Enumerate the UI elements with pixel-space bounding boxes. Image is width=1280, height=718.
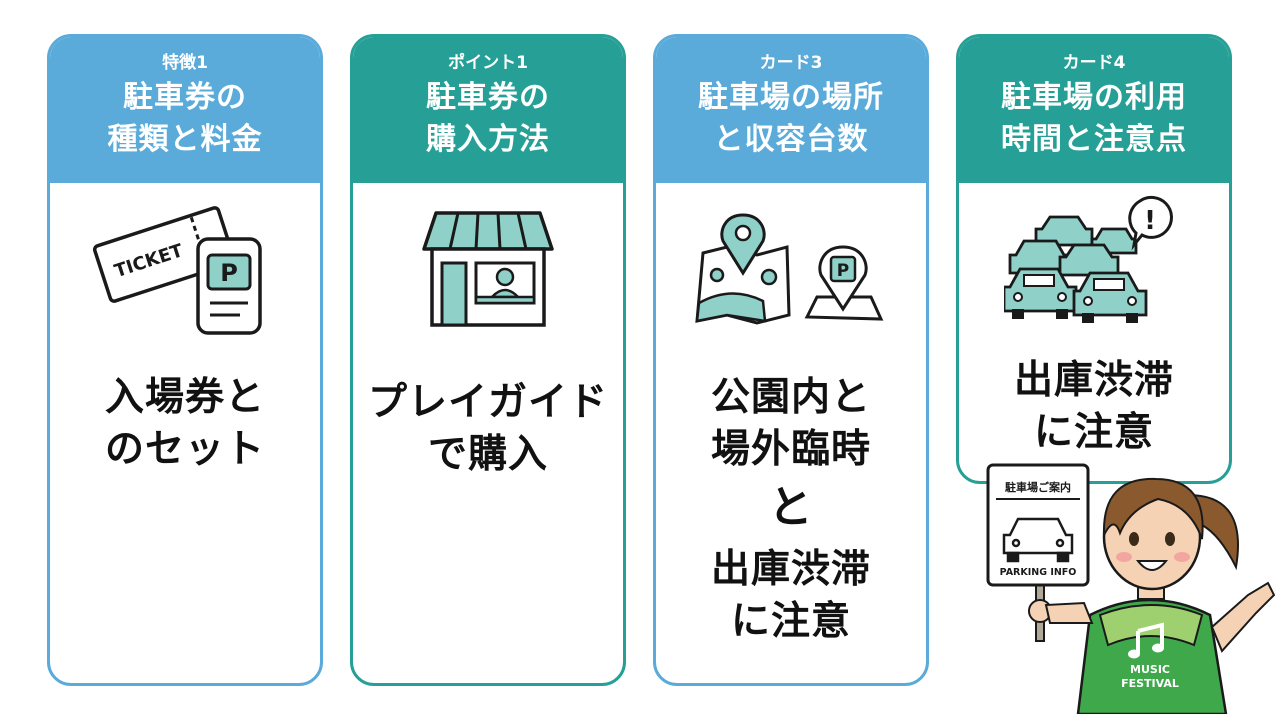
- card-label: カード4: [1062, 53, 1126, 73]
- card-title: 駐車場の場所 と収容台数: [698, 80, 884, 157]
- card-header: 特徴1 駐車券の 種類と料金: [50, 37, 320, 183]
- music-note-icon: [1128, 622, 1164, 659]
- card-label: ポイント1: [448, 53, 528, 73]
- shirt-text-music: MUSIC: [1130, 663, 1170, 676]
- conjunction-text: と: [768, 482, 814, 533]
- mascot-illustration: 駐車場ご案内 PARKING INFO: [980, 455, 1280, 716]
- ticket-parking-icon: TICKET P: [50, 197, 320, 337]
- card-title: 駐車場の利用 時間と注意点: [1001, 80, 1187, 157]
- sign-title: 駐車場ご案内: [1005, 480, 1071, 494]
- card-purchase-method: ポイント1 駐車券の 購入方法 プレイガイド で購入: [350, 34, 626, 686]
- traffic-jam-icon: !: [959, 195, 1229, 325]
- card-label: 特徴1: [162, 53, 208, 73]
- parking-letter: P: [837, 261, 849, 281]
- map-pin-icon: P: [656, 197, 926, 337]
- card-label: カード3: [759, 53, 823, 73]
- card-body: 出庫渋滞 に注意: [1013, 358, 1174, 455]
- alert-icon: !: [1144, 206, 1156, 236]
- car-icon: [1002, 517, 1074, 563]
- card-usage-time: カード4 駐車場の利用 時間と注意点: [956, 34, 1232, 484]
- card-title: 駐車券の 種類と料金: [107, 80, 263, 157]
- card-ticket-types: 特徴1 駐車券の 種類と料金 TICKET P 入場券と のセット: [47, 34, 323, 686]
- parking-letter: P: [220, 259, 238, 287]
- card-header: カード3 駐車場の場所 と収容台数: [656, 37, 926, 183]
- card-body: 入場券と のセット: [104, 375, 265, 472]
- shop-icon: [353, 197, 623, 337]
- sign-footer: PARKING INFO: [1000, 567, 1077, 578]
- card-parking-location: カード3 駐車場の場所 と収容台数 P 公園内と 場外臨時 と 出庫渋滞 に注意: [653, 34, 929, 686]
- card-body: 公園内と 場外臨時 と 出庫渋滞 に注意: [656, 372, 926, 648]
- card-title: 駐車券の 購入方法: [426, 80, 550, 157]
- card-body: プレイガイド で購入: [367, 380, 608, 477]
- card-header: カード4 駐車場の利用 時間と注意点: [959, 37, 1229, 183]
- card-header: ポイント1 駐車券の 購入方法: [353, 37, 623, 183]
- shirt-text-festival: FESTIVAL: [1121, 677, 1179, 690]
